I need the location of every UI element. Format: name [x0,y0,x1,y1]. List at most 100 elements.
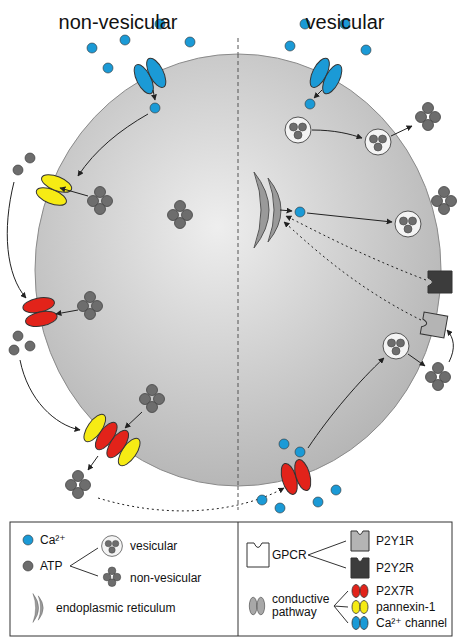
legend-label: GPCR [272,549,307,562]
calcium-channel [130,55,169,96]
p2x7-receptor [22,295,59,329]
flow-arrow [307,213,392,222]
calcium-ion [185,37,195,47]
flow-arrow [7,182,26,298]
section-heading: vesicular [306,11,385,34]
flow-arrow [280,210,292,211]
swatch-channel [360,601,368,614]
atp-molecule [13,165,23,175]
swatch-channel [360,617,368,630]
legend-label: P2X7R [376,585,414,598]
legend-label: Ca²⁺ channel [376,617,447,630]
legend-swatch [351,531,369,551]
atp-cluster [416,103,441,131]
flow-arrow [391,126,412,136]
flow-arrow [314,90,322,98]
calcium-ion [87,43,97,53]
bracket-line [334,606,348,607]
atp-cluster [66,471,91,499]
legend-swatch [352,585,368,598]
bracket-line [308,555,346,568]
gpcr-icon [247,543,269,567]
flow-arrow [125,412,142,428]
calcium-ion [305,99,315,109]
er-icon [33,594,43,623]
flow-arrow [20,360,80,430]
calcium-ion [331,485,341,495]
atp-molecule [25,153,35,163]
legend-label: ATP [40,560,62,573]
dotted-arrow [284,222,421,320]
atp-molecule [25,341,35,351]
legend-swatch [23,535,33,545]
legend-label: P2Y1R [376,535,414,548]
divider-line [238,54,239,486]
calcium-channel [306,55,345,96]
swatch-receptor [351,531,369,551]
swatch-dot [23,561,33,571]
bracket-line [70,548,98,566]
bracket-line [70,566,98,576]
endoplasmic-reticulum [254,172,281,248]
flow-arrow [153,90,155,100]
atp-molecule [13,331,23,341]
atp-cluster [432,187,457,215]
calcium-ion [295,447,305,457]
p2y1-receptor [420,312,447,338]
legend-swatch [352,617,368,630]
atp-cluster-icon [103,567,121,587]
cell-body [35,54,441,486]
flow-arrow [447,330,453,362]
legend-swatch [352,601,368,614]
calcium-ion [120,35,130,45]
flow-arrow [408,354,425,366]
pathway-icon [249,597,264,615]
calcium-ion [257,495,267,505]
flow-arrow [78,114,148,176]
p2x7-receptor [278,458,314,496]
calcium-ion [275,503,285,513]
calcium-ion [295,207,305,217]
flow-arrow [312,130,362,138]
atp-cluster [426,363,451,391]
p2y2-receptor [428,271,452,293]
legend-label: pannexin-1 [376,601,435,614]
calcium-ion [313,497,323,507]
legend-swatch [23,561,33,571]
calcium-ion [279,439,289,449]
calcium-ion [361,45,371,55]
bracket-line [334,606,348,623]
flow-arrow [56,310,78,314]
legend-box [10,522,452,636]
flow-arrow [60,188,88,196]
atp-cluster [140,385,165,413]
swatch-dot [23,535,33,545]
legend-swatch [351,558,369,578]
legend-label: P2Y2R [376,562,414,575]
calcium-ion [285,41,295,51]
swatch-channel [352,585,360,598]
swatch-receptor [351,558,369,578]
swatch-channel [352,601,360,614]
legend-label: conductive pathway [272,593,332,619]
atp-cluster [88,187,113,215]
calcium-ion [103,63,113,73]
atp-cluster [78,292,103,320]
atp-vesicle [365,129,391,155]
legend-label: endoplasmic reticulum [56,602,175,615]
dotted-arrow [286,216,426,280]
legend-label: non-vesicular [130,572,201,585]
legend-divider [238,522,239,636]
atp-vesicle [395,211,421,237]
bracket-line [334,591,348,606]
vesicle-icon [102,536,123,557]
section-heading: non-vesicular [59,11,178,34]
atp-vesicle [383,333,409,359]
channel-complex [80,411,144,469]
atp-vesicle [285,117,311,143]
swatch-channel [352,617,360,630]
legend-label: vesicular [130,540,177,553]
atp-molecule [9,345,19,355]
flow-arrow [88,456,98,470]
legend-label: Ca²⁺ [40,534,66,547]
